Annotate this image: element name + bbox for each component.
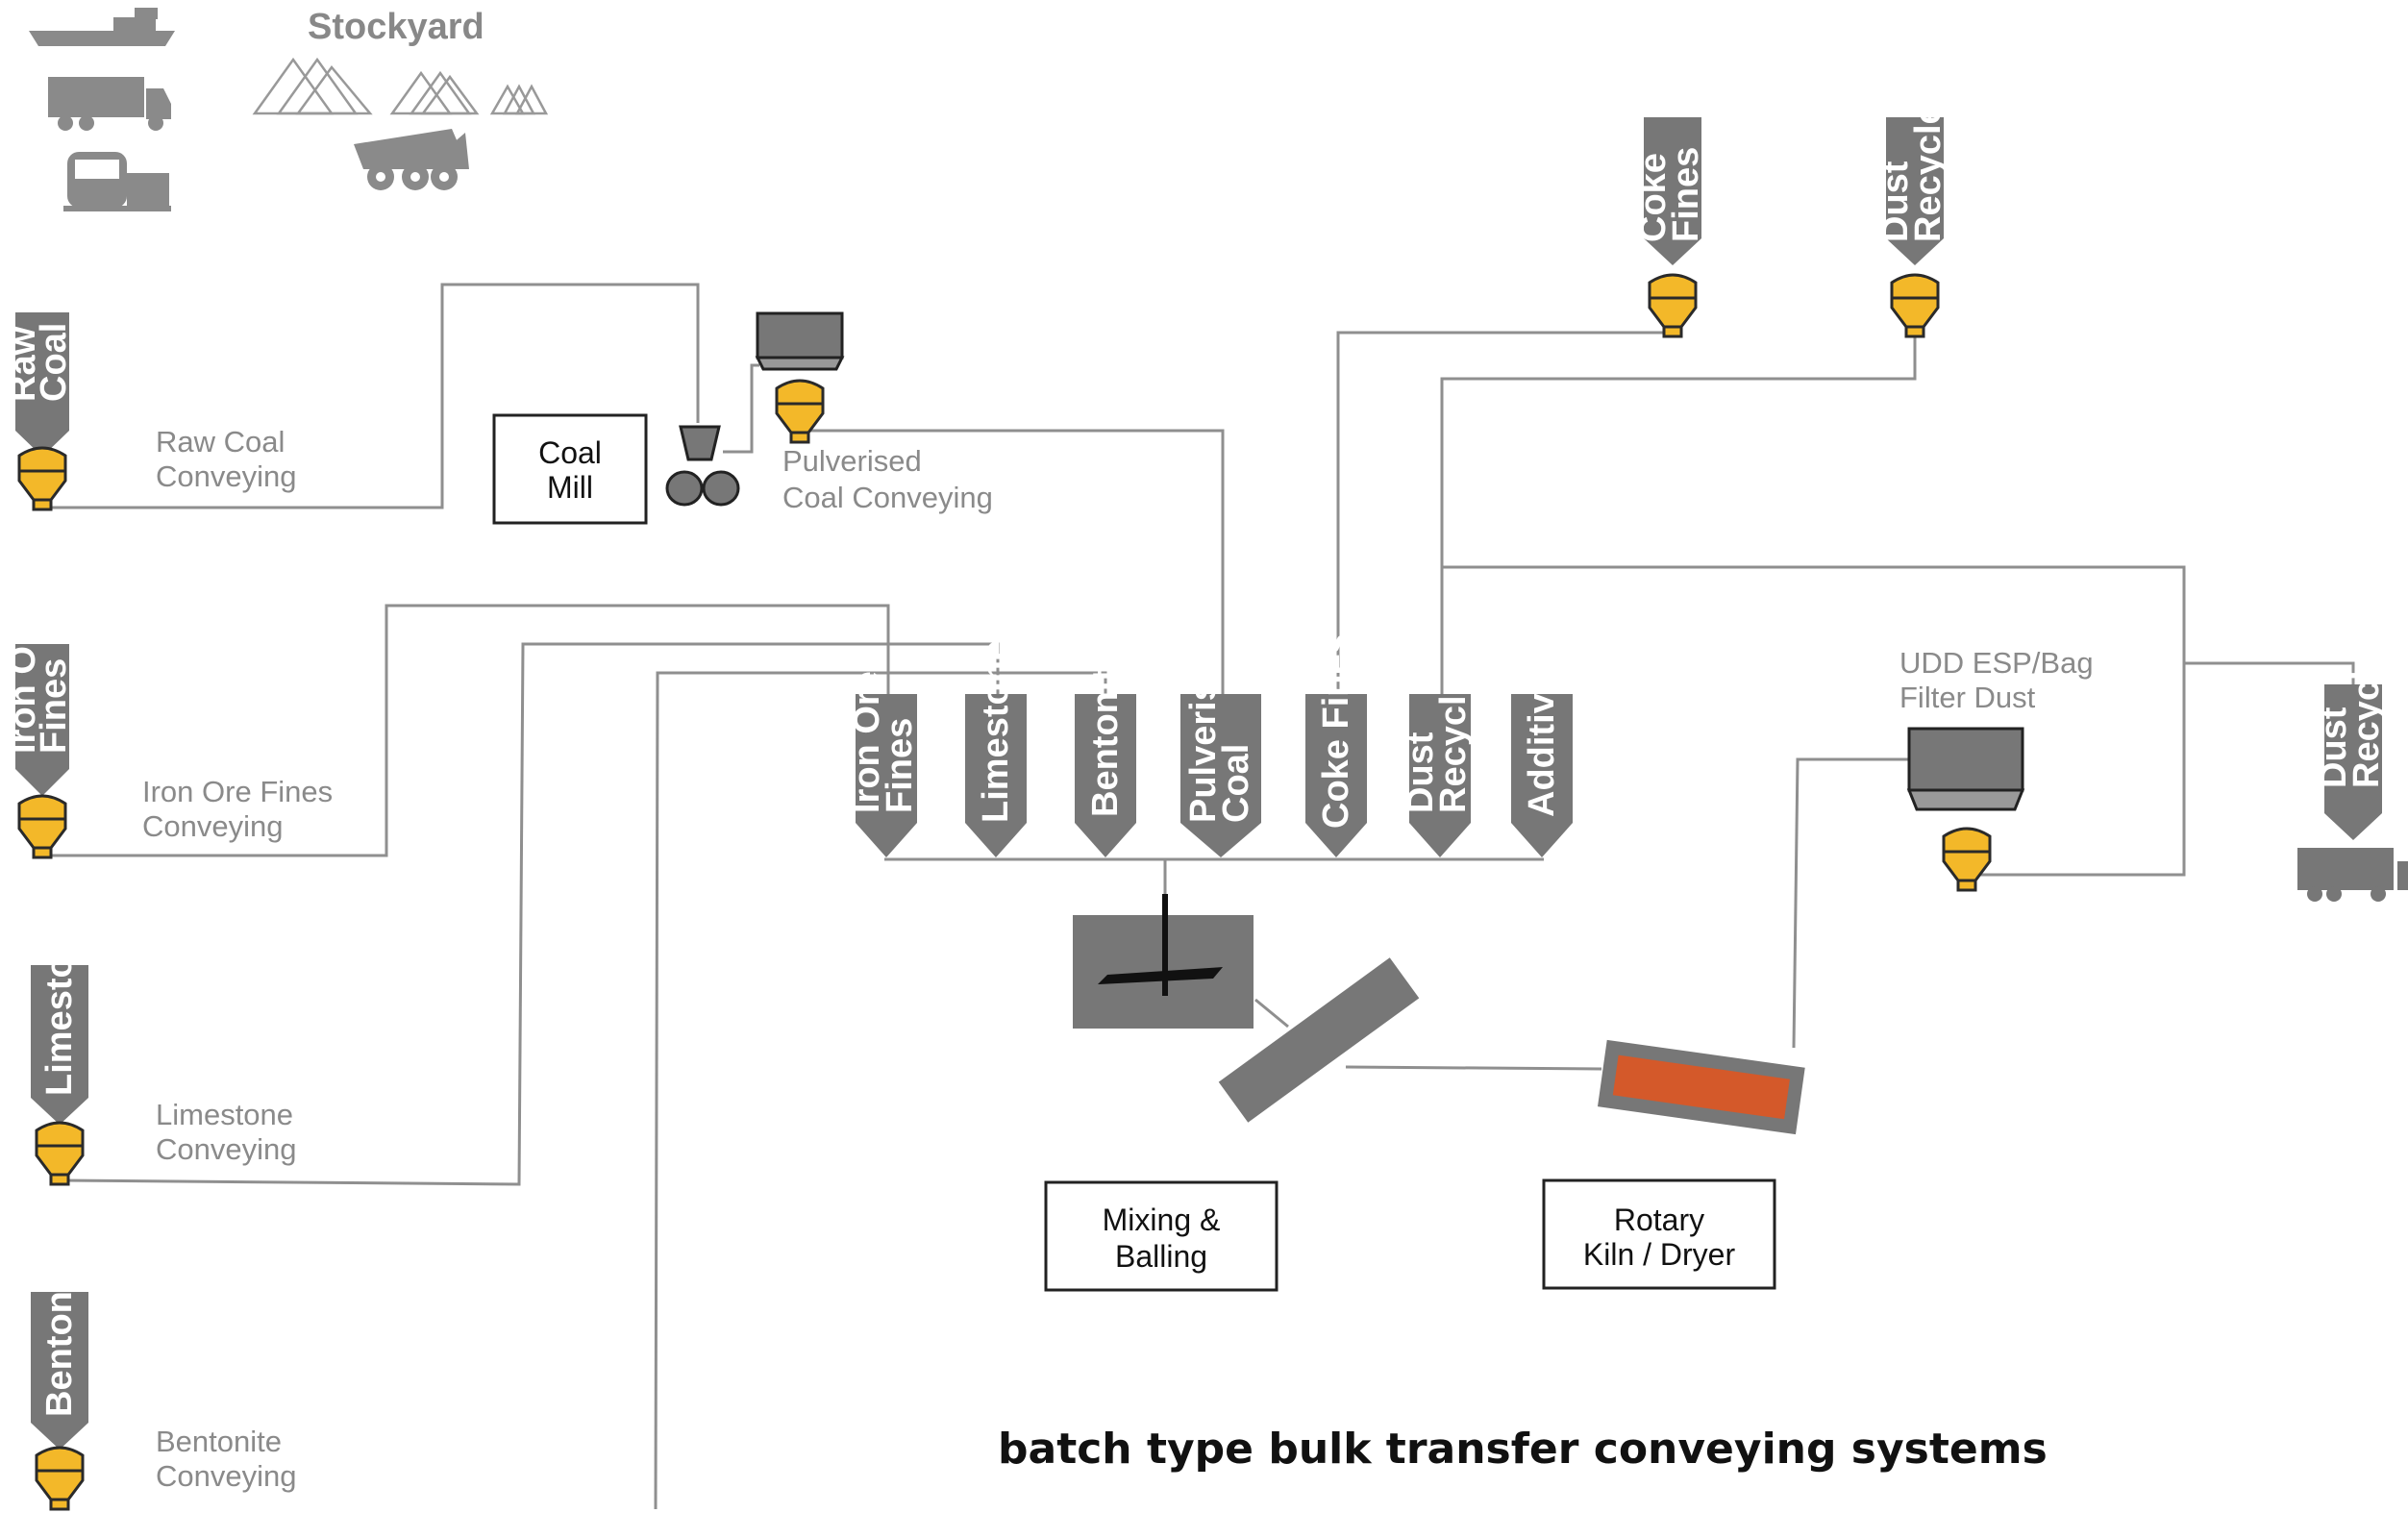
rotary-kiln-label-1: Rotary [1614, 1203, 1704, 1237]
bag-filter-icon [755, 311, 845, 444]
hopper-icon [775, 379, 825, 444]
hopper-icon [1890, 273, 1940, 338]
silo-iron-ore-fines: Iron Ore Fines [3, 611, 74, 859]
limestone-label-1: Limestone [156, 1098, 293, 1131]
bin-label: Bentonite [1085, 649, 1126, 817]
bin-label: Coke Fines [1316, 633, 1356, 829]
hopper-icon [17, 794, 67, 859]
day-bin-bentonite: Bentonite [1075, 649, 1136, 857]
coal-mill-box [492, 413, 648, 525]
silo-bentonite: Bentonite [31, 1249, 88, 1511]
silo-dust-recycle-top: Dust Recycle [1875, 104, 1949, 338]
balling-disc-icon [1218, 957, 1420, 1123]
bin-label-line1: Pulverised [1183, 638, 1224, 823]
day-bin-pulverised-coal: Pulverised Coal [1180, 638, 1261, 857]
truck-icon [2297, 848, 2408, 902]
silo-label-line1: Coke [1633, 153, 1674, 242]
silo-label-line2: Recycle [1908, 104, 1949, 242]
dump-truck-icon [354, 129, 469, 190]
day-bin-additives: Additives [1511, 653, 1573, 857]
hopper-icon [35, 1121, 85, 1186]
bin-label-line1: Iron Ore [847, 671, 887, 813]
bin-label-line2: Fines [880, 718, 920, 813]
bin-label: Limestone [976, 640, 1016, 823]
bin-label-line2: Recycle [1433, 675, 1474, 813]
rotary-kiln-box [1542, 1178, 1776, 1290]
day-bin-limestone: Limestone [965, 640, 1027, 857]
udd-bag-filter-icon [1906, 727, 2025, 892]
bentonite-label-2: Conveying [156, 1459, 296, 1493]
limestone-label-2: Conveying [156, 1132, 296, 1166]
pulverised-label-1: Pulverised [782, 444, 922, 478]
silo-label-line1: Dust [1875, 161, 1916, 242]
day-bin-dust-recycle: Dust Recycle [1401, 675, 1474, 857]
mixing-balling-box [1044, 1180, 1278, 1292]
hopper-icon [1942, 827, 1992, 892]
silo-label-line2: Fines [34, 658, 74, 754]
silo-label: Limestone [39, 913, 80, 1096]
udd-label-2: Filter Dust [1899, 681, 2036, 714]
mixer-icon [1073, 894, 1254, 1029]
day-bin-coke-fines: Coke Fines [1305, 633, 1367, 857]
iron-ore-label-2: Conveying [142, 809, 283, 843]
crusher-icon [665, 425, 740, 507]
hopper-icon [1648, 273, 1698, 338]
ship-icon [29, 8, 175, 46]
conveyor-lines [42, 283, 2355, 1510]
silo-label-line2: Recycle [2346, 650, 2387, 788]
bentonite-label-1: Bentonite [156, 1425, 282, 1458]
day-bin-iron-ore-fines: Iron Ore Fines [847, 671, 920, 857]
stockyard-title: Stockyard [308, 7, 484, 47]
silo-label-line1: Dust [2314, 707, 2354, 788]
silo-label-line1: Raw [3, 326, 43, 402]
truck-icon [48, 77, 171, 131]
raw-coal-label-2: Conveying [156, 459, 296, 493]
rotary-kiln-label-2: Kiln / Dryer [1583, 1237, 1736, 1272]
silo-limestone: Limestone [31, 913, 88, 1186]
stockpile-icon [252, 57, 549, 115]
coal-mill-label-2: Mill [547, 470, 593, 505]
silo-raw-coal: Raw Coal [3, 312, 74, 511]
coal-mill-label-1: Coal [538, 435, 602, 470]
hopper-icon [17, 446, 67, 511]
kiln-icon [1598, 1039, 1805, 1135]
train-icon [63, 152, 171, 211]
silo-label-line2: Fines [1666, 147, 1706, 242]
bin-label-line2: Coal [1216, 744, 1256, 823]
bin-label: Additives [1522, 653, 1562, 817]
silo-coke-fines-top: Coke Fines [1633, 117, 1706, 338]
silo-label: Bentonite [39, 1249, 80, 1417]
silo-label-line1: Iron Ore [3, 611, 43, 754]
iron-ore-label-1: Iron Ore Fines [142, 775, 333, 808]
pulverised-label-2: Coal Conveying [782, 481, 993, 514]
bin-label-line1: Dust [1401, 732, 1441, 813]
mixing-balling-label-1: Mixing & [1103, 1203, 1221, 1237]
mixing-balling-label-2: Balling [1115, 1239, 1207, 1274]
raw-coal-label-1: Raw Coal [156, 425, 285, 459]
silo-dust-recycle-right: Dust Recycle [2314, 650, 2387, 840]
silo-label-line2: Coal [34, 323, 74, 402]
udd-label-1: UDD ESP/Bag [1899, 646, 2094, 680]
diagram-title: batch type bulk transfer conveying syste… [998, 1425, 2048, 1474]
hopper-icon [35, 1446, 85, 1511]
